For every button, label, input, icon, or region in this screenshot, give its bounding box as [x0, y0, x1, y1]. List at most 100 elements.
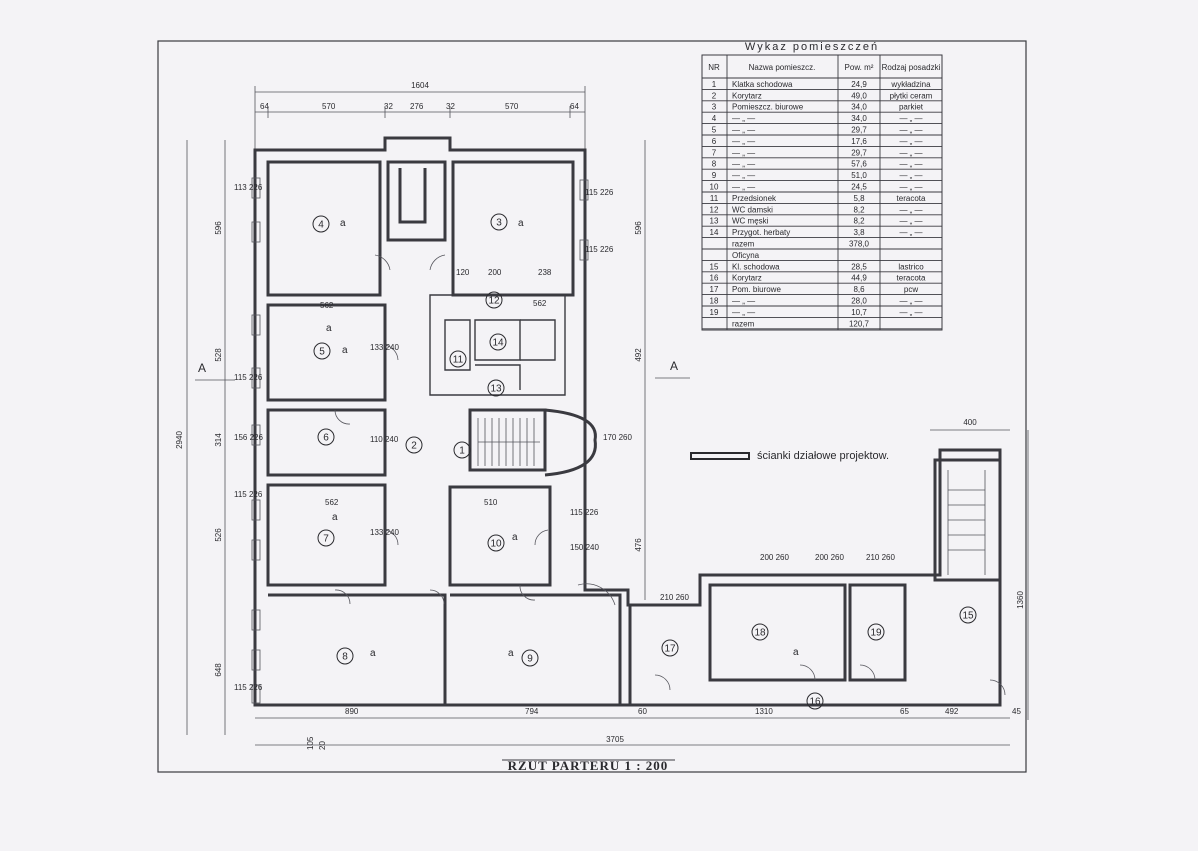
schedule-cell-nr: 7 — [712, 148, 717, 157]
room-number: 13 — [490, 384, 502, 395]
dim-misc: 115 226 — [234, 683, 263, 692]
schedule-cell-floor: — „ — — [899, 171, 922, 180]
schedule-cell-area: 8,2 — [853, 217, 865, 226]
col-header-area: Pow. m² — [845, 63, 874, 72]
room-9-walls — [450, 593, 622, 705]
schedule-cell-area: 28,5 — [851, 262, 867, 271]
dim-misc: 150 240 — [570, 543, 599, 552]
schedule-cell-name: Korytarz — [732, 91, 762, 100]
schedule-cell-floor: pcw — [904, 285, 918, 294]
schedule-cell-floor: — „ — — [899, 126, 922, 135]
dim-annex-width: 400 — [963, 418, 977, 427]
schedule-cell-floor: — „ — — [899, 205, 922, 214]
section-mark-left: A — [198, 361, 206, 375]
schedule-cell-area: 10,7 — [851, 308, 867, 317]
schedule-cell-name: — „ — — [732, 297, 755, 306]
schedule-cell-floor: — „ — — [899, 297, 922, 306]
toilets-walls — [429, 294, 566, 396]
schedule-cell-nr: 13 — [710, 217, 719, 226]
room-number: 7 — [323, 534, 329, 545]
dim-misc: 170 260 — [603, 433, 632, 442]
dim-misc: 115 226 — [234, 490, 263, 499]
room-circle — [317, 529, 335, 547]
floor-finish-mark: a — [342, 345, 348, 356]
room-number: 1 — [459, 446, 465, 457]
room-width-dims: 562 562 510 562 — [320, 299, 547, 507]
schedule-cell-area: 34,0 — [851, 114, 867, 123]
dim-bottom: 60 — [638, 707, 647, 716]
room-circle — [487, 534, 505, 552]
schedule-cell-name: — „ — — [732, 126, 755, 135]
schedule-cell-area: 57,6 — [851, 160, 867, 169]
schedule-cell-floor: — „ — — [899, 183, 922, 192]
room-number: 19 — [870, 628, 882, 639]
schedule-cell-floor: — „ — — [899, 160, 922, 169]
dim-left: 596 — [214, 221, 223, 235]
entry-stair — [398, 168, 427, 224]
schedule-cell-area: 29,7 — [851, 148, 867, 157]
dim-misc: 115 226 — [570, 508, 599, 517]
room-number: 8 — [342, 652, 348, 663]
dim-bottom: 20 — [318, 741, 327, 750]
schedule-cell-name: — „ — — [732, 148, 755, 157]
schedule-cell-area: 44,9 — [851, 274, 867, 283]
dim-misc: 115 226 — [234, 373, 263, 382]
room-circle — [453, 441, 471, 459]
schedule-cell-floor: wykładzina — [890, 80, 931, 89]
dim-misc: 133 240 — [370, 528, 399, 537]
dim-misc: 200 260 — [815, 553, 844, 562]
col-header-name: Nazwa pomieszcz. — [749, 63, 816, 72]
entry-stair-walls — [386, 160, 447, 242]
dim-annex-height: 1360 — [1016, 591, 1025, 609]
schedule-cell-nr: 10 — [710, 183, 719, 192]
room-number: 9 — [527, 654, 533, 665]
room-8-walls — [268, 593, 447, 705]
dim-bottom: 890 — [345, 707, 359, 716]
schedule-cell-floor: — „ — — [899, 217, 922, 226]
schedule-cell-area: 8,2 — [853, 205, 865, 214]
schedule-cell-area: 29,7 — [851, 126, 867, 135]
schedule-cell-name: — „ — — [732, 137, 755, 146]
room-number: 4 — [318, 220, 324, 231]
floor-finish-mark: a — [793, 647, 799, 658]
room-circle — [449, 350, 467, 368]
plan-title: RZUT PARTERU 1 : 200 — [508, 758, 669, 773]
schedule-cell-area: 8,6 — [853, 285, 865, 294]
schedule-cell-area: 34,0 — [851, 103, 867, 112]
dim-top: 32 — [446, 102, 455, 111]
col-header-nr: NR — [708, 63, 720, 72]
schedule-cell-area: 49,0 — [851, 91, 867, 100]
dim-right: 596 — [634, 221, 643, 235]
schedule-cell-floor: lastrico — [898, 262, 924, 271]
schedule-cell-floor: teracota — [897, 274, 926, 283]
room-circle — [521, 649, 539, 667]
dim-top: 64 — [260, 102, 269, 111]
dim-left: 526 — [214, 528, 223, 542]
room-number: 2 — [411, 441, 417, 452]
schedule-cell-name: — „ — — [732, 171, 755, 180]
room-circle — [751, 623, 769, 641]
schedule-cell-floor: — „ — — [899, 114, 922, 123]
schedule-cell-name: razem — [732, 319, 755, 328]
dim-misc: 210 260 — [660, 593, 689, 602]
schedule-cell-nr: 6 — [712, 137, 717, 146]
room-circle — [490, 213, 508, 231]
schedule-cell-nr: 14 — [710, 228, 719, 237]
schedule-cell-floor: — „ — — [899, 228, 922, 237]
legend: ścianki działowe projektow. — [690, 450, 889, 462]
schedule-cell-name: Pomieszcz. biurowe — [732, 103, 804, 112]
dim-room-width: 510 — [484, 498, 498, 507]
dim-bottom: 492 — [945, 707, 959, 716]
toilet-cubicles — [520, 319, 556, 361]
schedule-frame — [701, 54, 943, 331]
floor-finish-mark: a — [326, 323, 332, 334]
dim-misc: 210 260 — [866, 553, 895, 562]
dim-bottom: 794 — [525, 707, 539, 716]
room-number: 18 — [754, 628, 766, 639]
dim-overall-width: 1604 — [411, 81, 429, 90]
room-18-walls — [708, 583, 847, 682]
dim-top: 570 — [505, 102, 519, 111]
room-11-walls — [444, 319, 471, 371]
